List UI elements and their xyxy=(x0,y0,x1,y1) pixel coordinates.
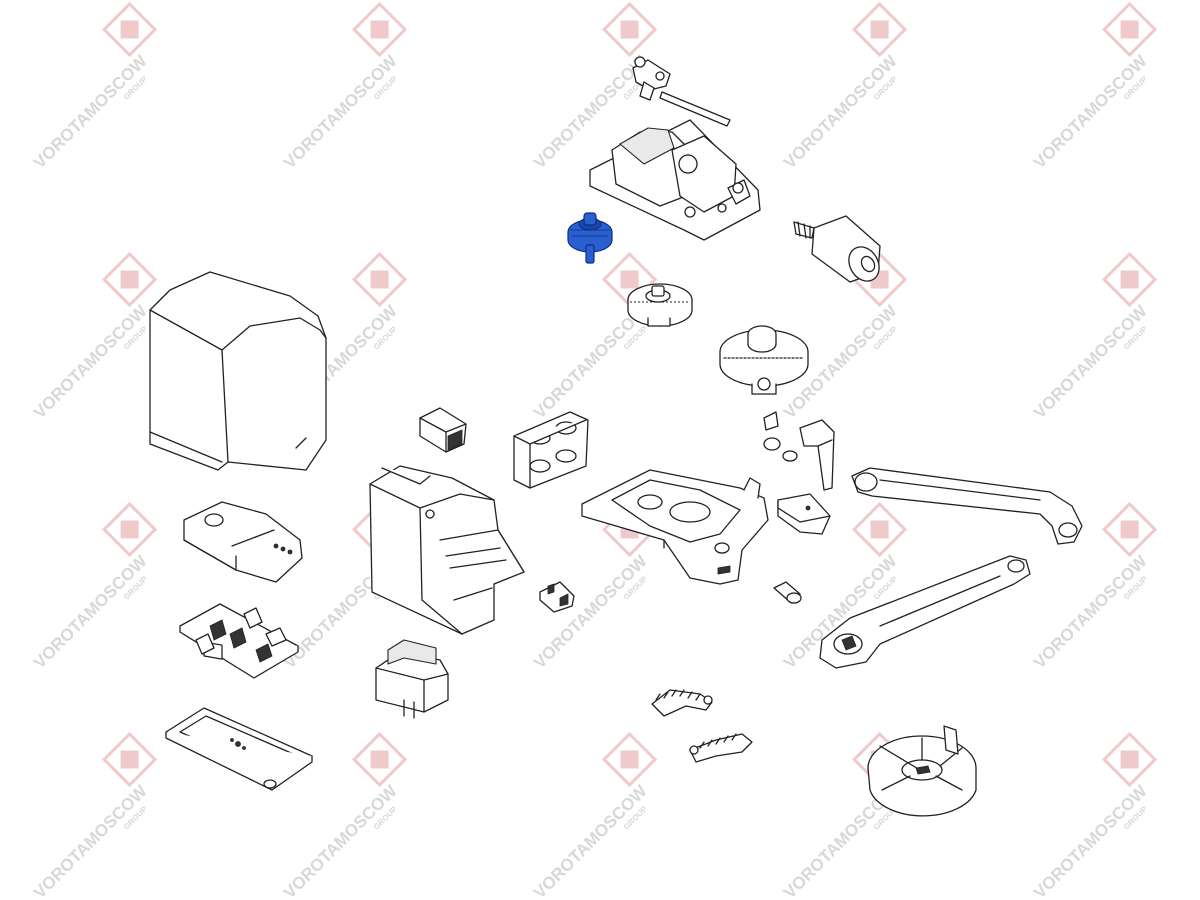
curved-arm-part[interactable] xyxy=(819,555,1031,669)
watermark-logo xyxy=(1102,1,1158,58)
watermark-text: VOROTAMOSCOW xyxy=(30,551,151,672)
cam-plate-part[interactable] xyxy=(777,493,831,535)
spur-gear-small-part[interactable] xyxy=(627,283,693,327)
round-base-part[interactable] xyxy=(867,725,977,817)
gearbox-top-cover-part[interactable] xyxy=(589,119,761,241)
watermark-text: VOROTAMOSCOW xyxy=(30,51,151,172)
screw-part[interactable] xyxy=(773,581,802,604)
small-terminal-part[interactable] xyxy=(539,581,575,613)
limit-cam-lower-part[interactable] xyxy=(689,733,753,763)
pin-shaft-part[interactable] xyxy=(632,56,731,127)
watermark-text: VOROTAMOSCOW xyxy=(280,51,401,172)
gearbox-base-part[interactable] xyxy=(581,469,769,585)
watermark-text: VOROTAMOSCOW xyxy=(30,301,151,422)
control-board-cover-part[interactable] xyxy=(183,501,303,583)
housing-cover-part[interactable] xyxy=(149,271,327,471)
transformer-part[interactable] xyxy=(375,639,449,719)
release-lever-part[interactable] xyxy=(763,411,835,491)
watermark-logo xyxy=(602,731,658,788)
watermark-text: VOROTAMOSCOW xyxy=(30,781,151,900)
watermark-text: VOROTAMOSCOW xyxy=(780,51,901,172)
watermark-logo xyxy=(1102,251,1158,308)
watermark-logo xyxy=(352,1,408,58)
watermark-logo xyxy=(1102,501,1158,558)
pinion-gear-part[interactable] xyxy=(567,212,613,264)
straight-arm-part[interactable] xyxy=(851,467,1083,545)
watermark-text: VOROTAMOSCOW xyxy=(530,551,651,672)
watermark-logo xyxy=(102,251,158,308)
watermark-text: VOROTAMOSCOW xyxy=(1030,551,1151,672)
watermark-logo xyxy=(102,731,158,788)
watermark-text: VOROTAMOSCOW xyxy=(1030,301,1151,422)
electronics-chassis-part[interactable] xyxy=(369,465,525,635)
bracket-frame-part[interactable] xyxy=(513,411,589,489)
watermark-logo xyxy=(602,1,658,58)
control-board-part[interactable] xyxy=(179,603,299,679)
watermark-logo xyxy=(852,501,908,558)
watermark-logo xyxy=(352,731,408,788)
watermark-text: VOROTAMOSCOW xyxy=(530,781,651,900)
spur-gear-large-part[interactable] xyxy=(719,325,809,395)
watermark-text: VOROTAMOSCOW xyxy=(1030,781,1151,900)
connector-block-part[interactable] xyxy=(419,407,467,453)
watermark-logo xyxy=(102,1,158,58)
watermark-text: VOROTAMOSCOW xyxy=(1030,51,1151,172)
watermark-logo xyxy=(1102,731,1158,788)
watermark-text: VOROTAMOSCOW xyxy=(280,781,401,900)
base-plate-part[interactable] xyxy=(165,707,313,791)
limit-cam-upper-part[interactable] xyxy=(651,689,713,717)
watermark-logo xyxy=(352,251,408,308)
watermark-logo xyxy=(852,1,908,58)
motor-part[interactable] xyxy=(793,215,885,287)
watermark-logo xyxy=(102,501,158,558)
